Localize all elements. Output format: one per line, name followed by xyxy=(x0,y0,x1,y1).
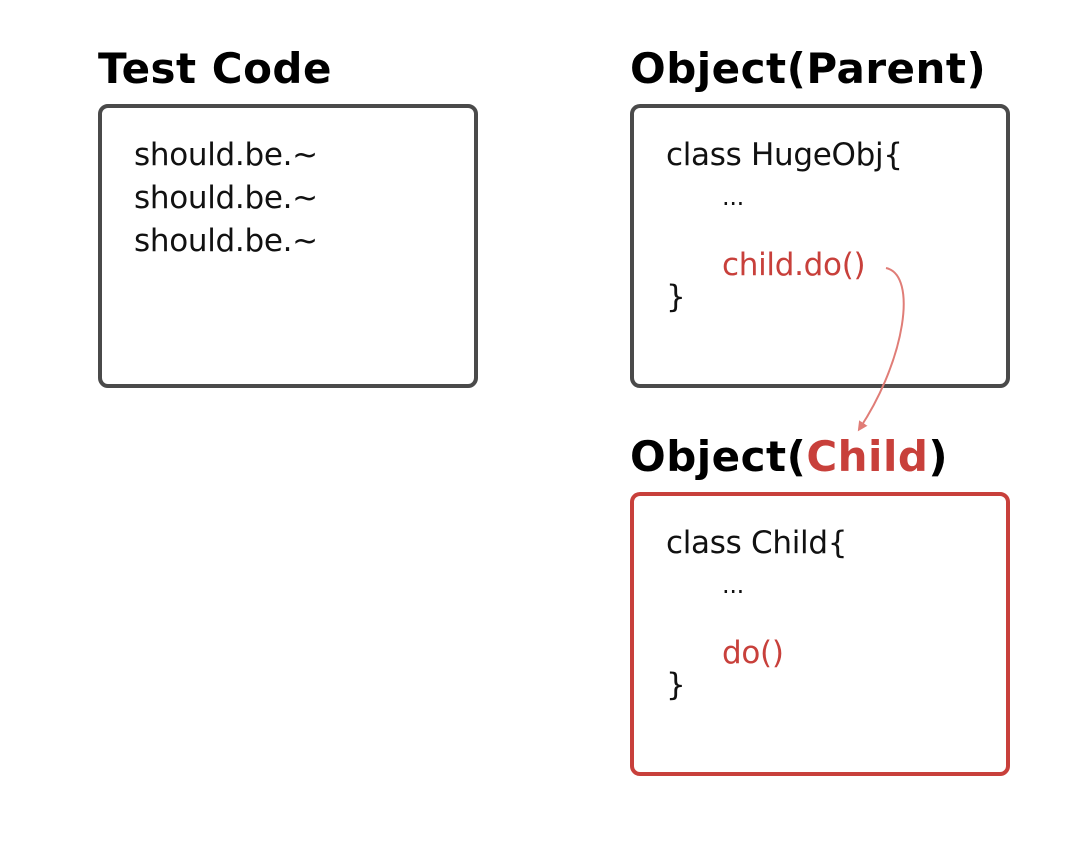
child-title-suffix: ) xyxy=(928,432,949,481)
child-object-title: Object(Child) xyxy=(630,436,948,478)
parent-call-line: child.do() xyxy=(722,247,866,283)
test-line-3: should.be.~ xyxy=(134,223,318,259)
parent-object-title: Object(Parent) xyxy=(630,44,987,93)
test-code-title: Test Code xyxy=(98,44,332,93)
child-class-line: class Child{ xyxy=(666,525,848,561)
test-line-2: should.be.~ xyxy=(134,180,318,216)
child-object-box xyxy=(630,492,1010,776)
child-closing-brace: } xyxy=(666,667,686,703)
child-ellipsis: ... xyxy=(722,571,744,599)
parent-ellipsis: ... xyxy=(722,183,744,211)
parent-object-box xyxy=(630,104,1010,388)
child-title-prefix: Object( xyxy=(630,432,807,481)
test-line-1: should.be.~ xyxy=(134,137,318,173)
child-method-line: do() xyxy=(722,635,784,671)
test-code-box xyxy=(98,104,478,388)
child-title-highlight: Child xyxy=(806,432,929,481)
parent-class-line: class HugeObj{ xyxy=(666,137,903,173)
call-arrow-path xyxy=(857,267,905,432)
parent-closing-brace: } xyxy=(666,279,686,315)
